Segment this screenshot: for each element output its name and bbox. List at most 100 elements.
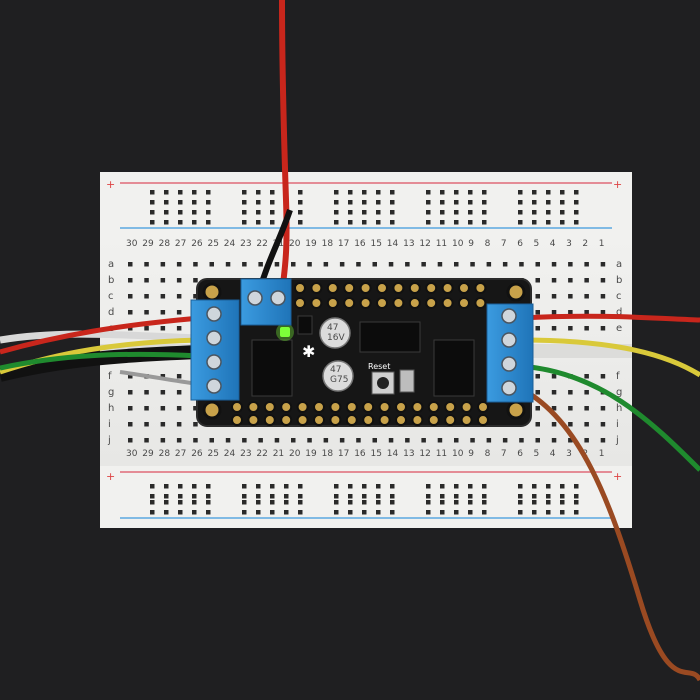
grid-hole <box>584 262 589 267</box>
grid-hole <box>193 278 198 283</box>
rail-hole <box>376 510 381 515</box>
grid-hole <box>160 326 166 331</box>
header-pin <box>231 401 243 413</box>
rail-hole <box>426 484 431 489</box>
header-pin <box>280 414 293 426</box>
rail-hole <box>256 500 261 505</box>
rail-hole <box>348 510 353 515</box>
column-number: 23 <box>240 449 251 459</box>
grid-hole <box>291 438 296 443</box>
grid-hole <box>128 422 133 427</box>
grid-hole <box>600 438 606 443</box>
rail-hole <box>440 190 445 195</box>
column-number: 20 <box>289 449 301 459</box>
rail-hole <box>192 200 197 205</box>
rail-hole <box>242 494 247 499</box>
grid-hole <box>535 422 540 427</box>
row-letter: f <box>616 371 620 382</box>
terminal-screw <box>206 354 222 370</box>
rail-hole <box>454 500 459 505</box>
column-number: 2 <box>582 239 588 249</box>
grid-hole <box>176 438 182 443</box>
grid-hole <box>176 326 182 331</box>
header-pin <box>359 297 372 309</box>
rail-hole <box>454 484 459 489</box>
column-number: 28 <box>159 239 171 249</box>
rail-hole <box>164 494 169 499</box>
column-number: 25 <box>208 239 219 249</box>
grid-hole <box>160 406 166 411</box>
rail-hole <box>454 190 459 195</box>
column-number: 27 <box>175 449 186 459</box>
grid-hole <box>568 326 573 331</box>
grid-hole <box>535 294 540 299</box>
grid-hole <box>388 438 394 443</box>
rail-hole <box>270 190 275 195</box>
capacitor-top <box>319 317 351 349</box>
grid-hole <box>568 310 573 315</box>
rail-hole <box>362 200 367 205</box>
star-logo-icon: ✱ <box>302 342 315 361</box>
grid-hole <box>144 278 149 283</box>
rail-hole <box>256 510 261 515</box>
rail-hole <box>532 210 537 215</box>
grid-hole <box>535 326 540 331</box>
header-pin <box>408 282 421 294</box>
rail-hole <box>532 484 537 489</box>
rail-hole <box>376 220 381 225</box>
rail-hole <box>390 220 395 225</box>
grid-hole <box>274 438 280 443</box>
rail-hole <box>468 500 473 505</box>
rail-hole <box>362 220 367 225</box>
grid-hole <box>160 374 166 379</box>
grid-hole <box>193 438 198 443</box>
grid-hole <box>535 278 540 283</box>
column-number: 4 <box>550 239 556 249</box>
rail-hole <box>150 210 155 215</box>
row-letter: j <box>107 435 111 446</box>
header-pin <box>313 401 325 413</box>
column-number: 7 <box>501 449 507 459</box>
grid-hole <box>144 310 149 315</box>
grid-hole <box>160 262 166 267</box>
rail-hole <box>150 494 155 499</box>
header-pin <box>425 282 438 294</box>
column-number: 27 <box>175 239 186 249</box>
header-pin <box>458 297 470 309</box>
grid-hole <box>193 422 198 427</box>
rail-hole <box>206 220 211 225</box>
mount-hole-tl <box>202 282 222 302</box>
rail-hole <box>574 190 579 195</box>
rail-hole <box>362 494 367 499</box>
rail-hole <box>390 210 395 215</box>
header-pin <box>392 282 405 294</box>
rail-hole <box>454 210 459 215</box>
rail-hole <box>206 190 211 195</box>
rail-hole <box>546 484 551 489</box>
rail-hole <box>192 510 197 515</box>
header-pin <box>411 414 424 426</box>
rail-hole <box>242 484 247 489</box>
grid-hole <box>225 262 231 267</box>
rail-hole <box>468 200 473 205</box>
column-number: 23 <box>240 239 251 249</box>
rail-hole <box>150 510 155 515</box>
rail-hole <box>362 510 367 515</box>
column-number: 24 <box>224 239 236 249</box>
rail-hole <box>546 500 551 505</box>
rail-hole <box>560 210 565 215</box>
rail-hole <box>482 500 487 505</box>
grid-hole <box>356 438 361 443</box>
header-pin <box>458 282 470 294</box>
rail-hole <box>468 190 473 195</box>
rail-hole <box>256 210 261 215</box>
column-number: 12 <box>419 239 430 249</box>
rail-hole <box>390 494 395 499</box>
rail-hole <box>298 494 303 499</box>
column-number: 16 <box>354 449 366 459</box>
mount-hole-bl <box>202 400 222 420</box>
rail-hole <box>192 484 197 489</box>
row-letter: c <box>108 291 114 302</box>
rail-hole <box>518 190 523 195</box>
rail-hole <box>334 494 339 499</box>
